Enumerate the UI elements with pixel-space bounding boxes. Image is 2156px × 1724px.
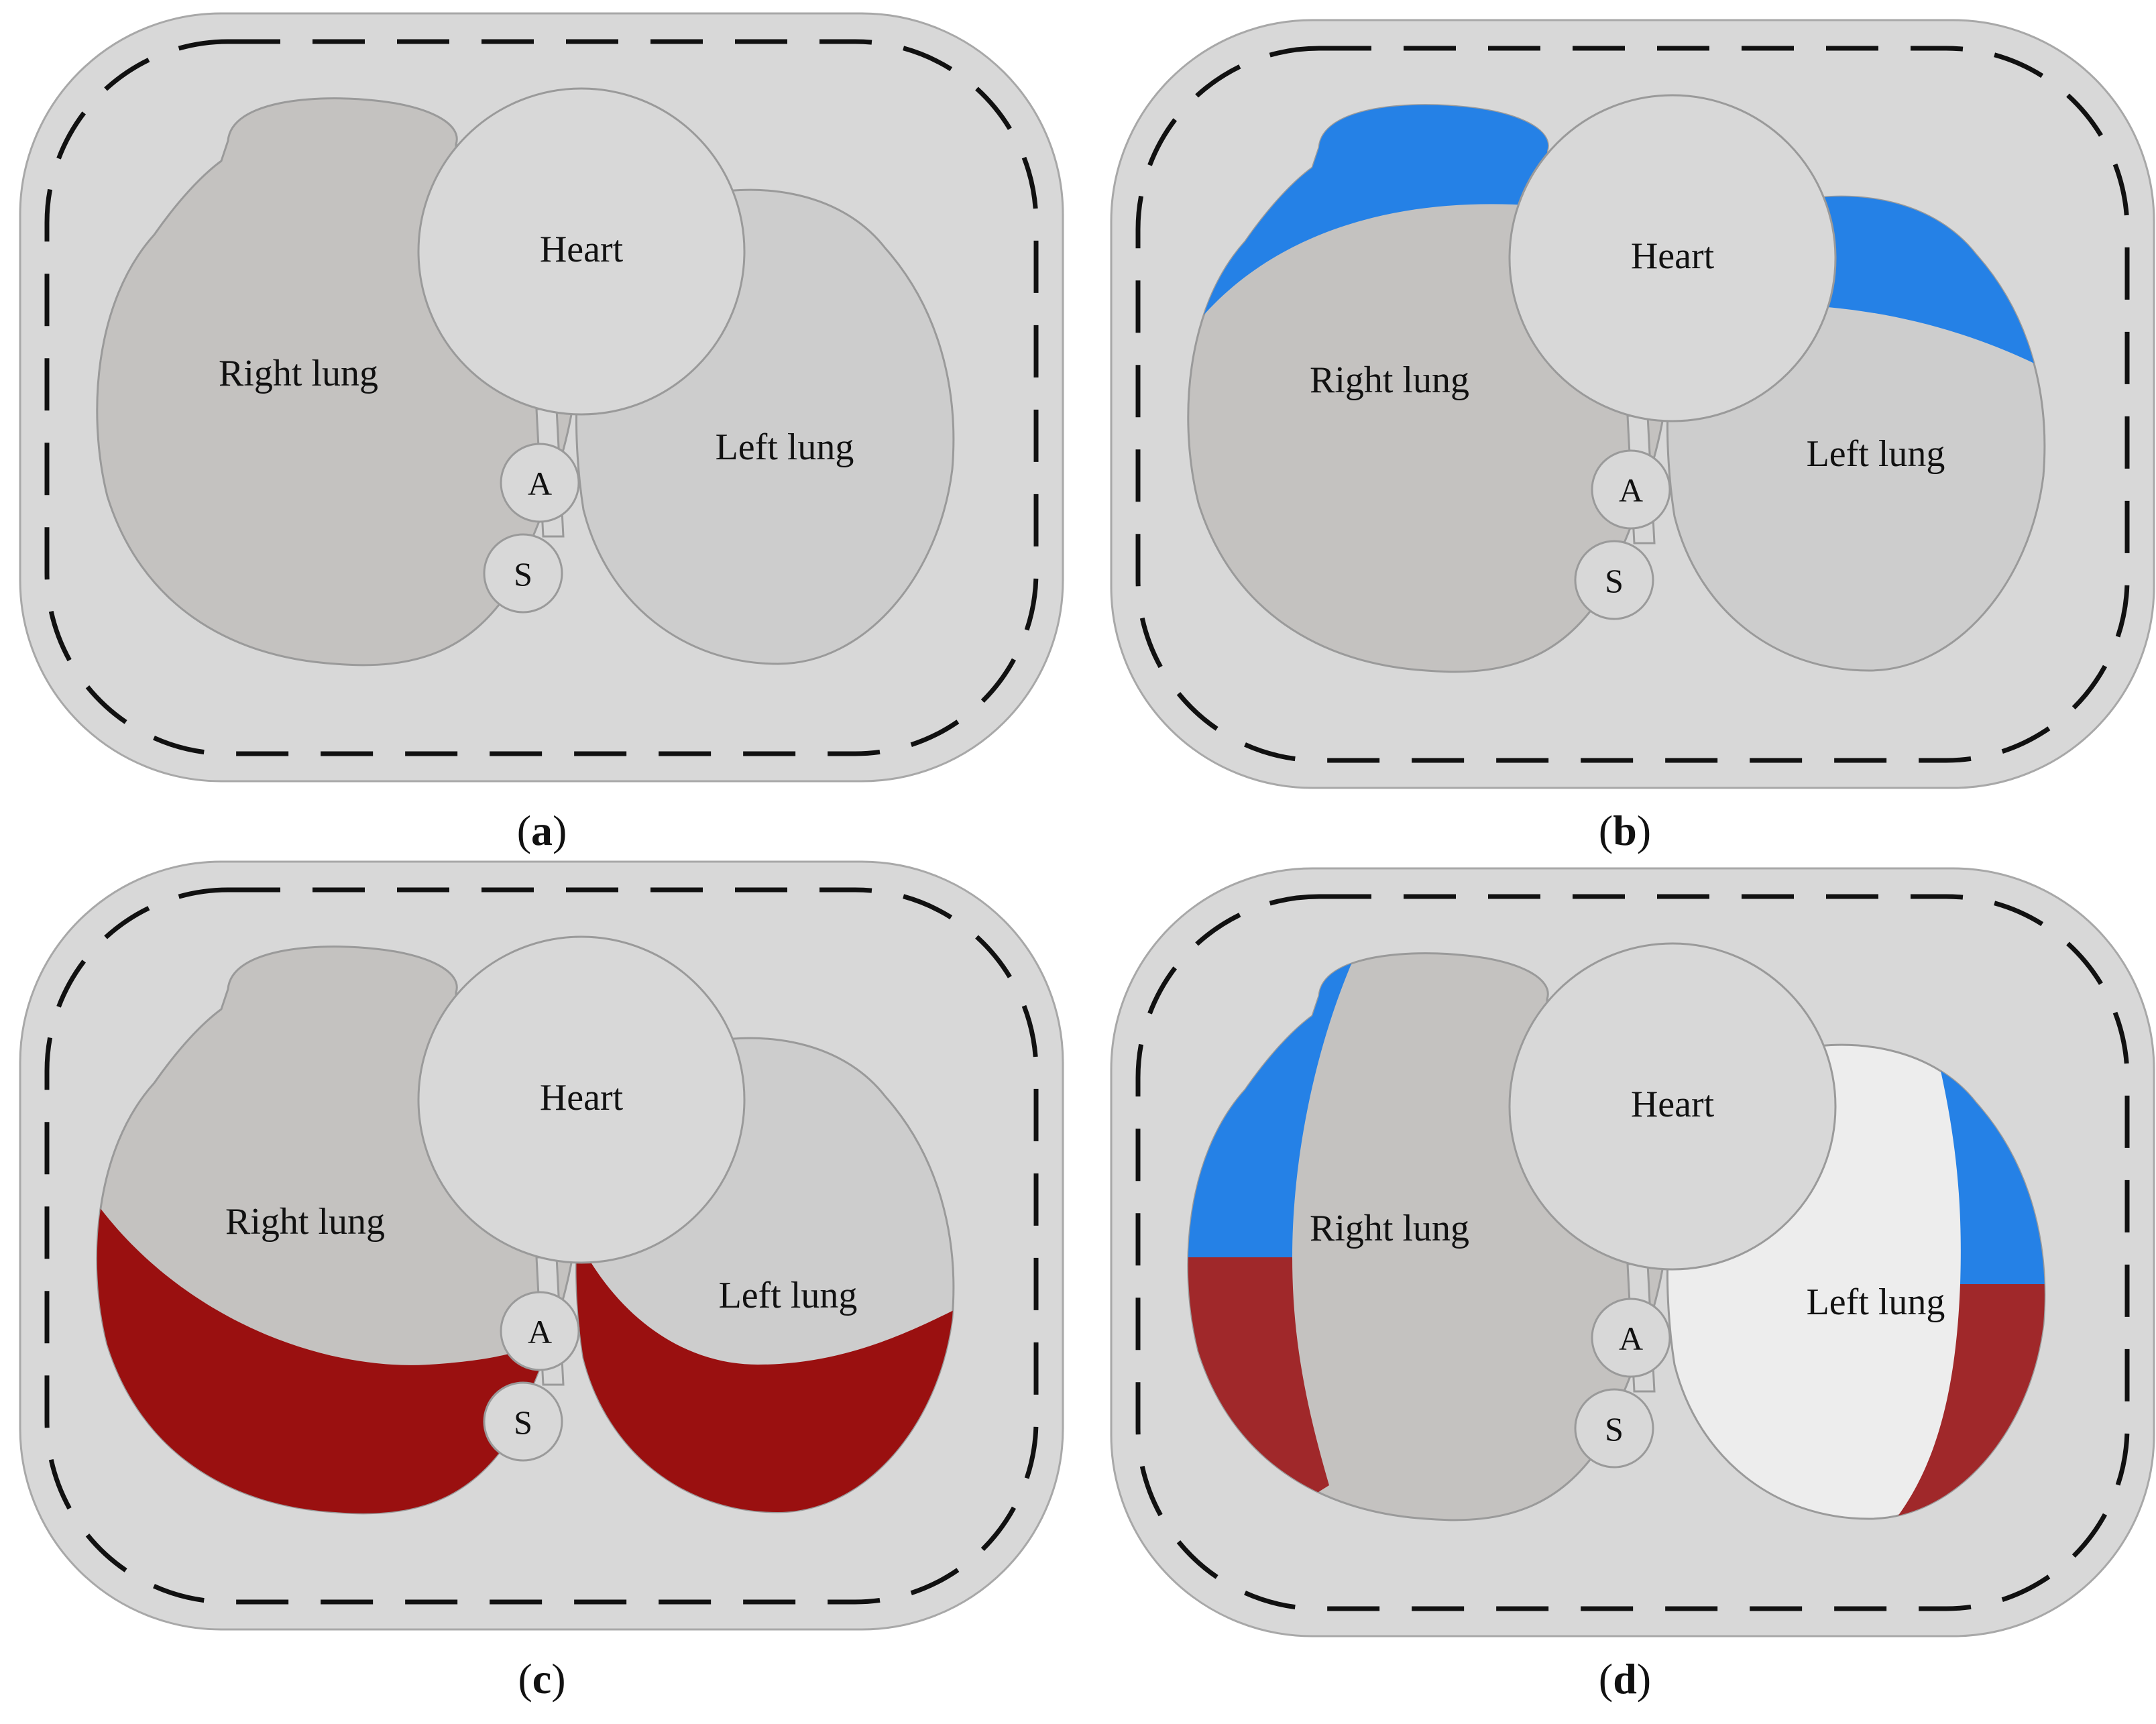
panel-b-diagram: Heart Right lung Left lung A S: [1110, 19, 2155, 789]
caption-c-letter: c: [532, 1655, 551, 1703]
heart-label: Heart: [1631, 235, 1715, 277]
spine-label: S: [1605, 562, 1624, 599]
heart: [1508, 942, 1837, 1271]
right-lung-label: Right lung: [1310, 1208, 1469, 1249]
spine: [1574, 540, 1654, 620]
right-lung-label: Right lung: [225, 1201, 385, 1243]
heart: [417, 87, 746, 416]
heart-label: Heart: [540, 1077, 624, 1118]
aorta-label: A: [1619, 471, 1643, 509]
aorta: [1591, 1298, 1671, 1378]
panel-c: Heart Right lung Left lung A S (c): [19, 860, 1064, 1703]
heart: [417, 935, 746, 1264]
left-lung-label: Left lung: [1807, 1281, 1945, 1323]
caption-c: (c): [518, 1655, 565, 1703]
aorta-label: A: [528, 1313, 552, 1351]
panel-d: Heart Right lung Left lung A S (d): [1110, 867, 2155, 1703]
panel-a-diagram: Heart Right lung Left lung A S: [19, 12, 1064, 783]
right-lung-label: Right lung: [1310, 359, 1469, 401]
left-lung-label: Left lung: [716, 426, 854, 468]
left-lung-label: Left lung: [1807, 433, 1945, 475]
spine-label: S: [514, 1403, 532, 1441]
caption-b: (b): [1599, 807, 1651, 854]
heart: [1508, 94, 1837, 422]
panel-a: Heart Right lung Left lung A S (a): [19, 12, 1064, 854]
caption-d: (d): [1599, 1655, 1651, 1703]
aorta: [1591, 449, 1671, 530]
aorta: [500, 1291, 580, 1371]
heart-label: Heart: [1631, 1084, 1715, 1125]
torso-dashed-outline: [44, 887, 1039, 1605]
panel-d-diagram: Heart Right lung Left lung A S: [1110, 867, 2155, 1637]
spine: [483, 533, 563, 614]
torso-dashed-outline: [1135, 46, 2130, 763]
spine-label: S: [514, 555, 532, 593]
spine: [483, 1381, 563, 1462]
left-lung-label: Left lung: [719, 1275, 858, 1316]
panel-b: Heart Right lung Left lung A S (b): [1110, 19, 2155, 854]
caption-b-letter: b: [1613, 807, 1637, 854]
aorta-label: A: [528, 465, 552, 502]
spine: [1574, 1388, 1654, 1469]
torso-dashed-outline: [1135, 894, 2130, 1611]
caption-a-letter: a: [531, 807, 553, 854]
torso-dashed-outline: [44, 39, 1039, 756]
caption-d-letter: d: [1613, 1655, 1637, 1703]
right-lung-label: Right lung: [219, 353, 378, 394]
panel-c-diagram: Heart Right lung Left lung A S: [19, 860, 1064, 1631]
aorta-label: A: [1619, 1320, 1643, 1357]
aorta: [500, 443, 580, 523]
heart-label: Heart: [540, 229, 624, 270]
spine-label: S: [1605, 1410, 1624, 1448]
caption-a: (a): [517, 807, 567, 854]
